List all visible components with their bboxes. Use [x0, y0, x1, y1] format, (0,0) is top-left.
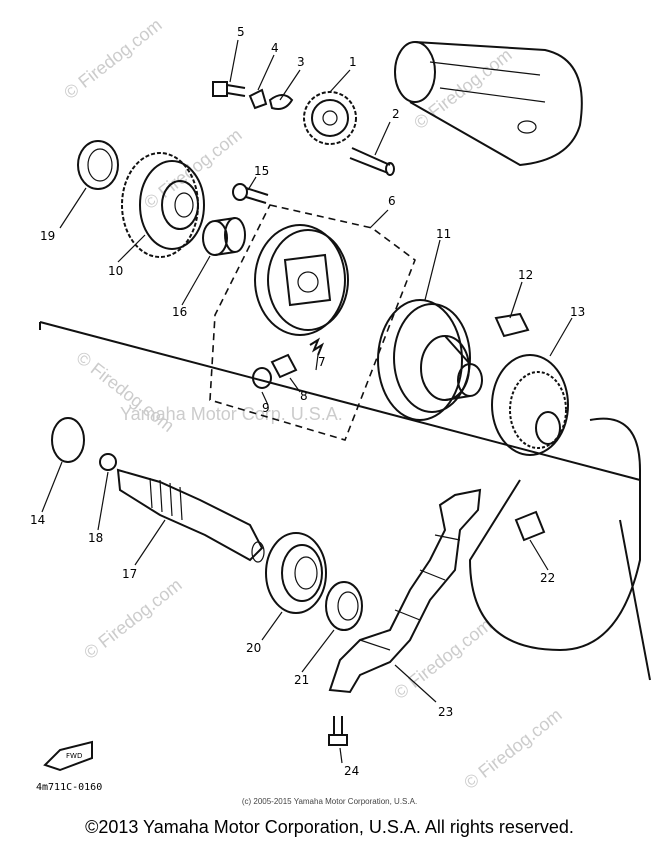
reference-line	[39, 322, 651, 681]
collar-16	[202, 217, 246, 256]
callout-2: 2	[392, 107, 400, 121]
shaft-pin-2-end	[385, 162, 395, 176]
callout-23: 23	[438, 705, 453, 719]
callout-22: 22	[540, 571, 555, 585]
callout-20: 20	[246, 641, 261, 655]
plate-23	[328, 488, 482, 694]
watermark-text: © Firedog.com	[140, 125, 246, 214]
spring-7	[309, 337, 325, 356]
gear-10	[121, 152, 205, 258]
cap-9	[252, 367, 272, 389]
callout-13: 13	[570, 305, 585, 319]
oil-seal-21	[325, 581, 363, 631]
watermark-text: © Firedog.com	[60, 15, 166, 104]
bolt-5	[212, 81, 246, 97]
callout-12: 12	[518, 268, 533, 282]
pad-12	[494, 312, 530, 338]
gear-13	[491, 354, 569, 456]
ball-18	[99, 453, 117, 471]
callout-8: 8	[300, 389, 308, 403]
callout-24: 24	[344, 764, 359, 778]
callout-3: 3	[297, 55, 305, 69]
callout-labels: 1 2 3 4 5 6 7 8 9 10 11 12 13 14 15 16 1…	[30, 25, 585, 778]
callout-4: 4	[271, 41, 279, 55]
leader-lines	[41, 39, 573, 764]
callout-14: 14	[30, 513, 45, 527]
copyright-small: (c) 2005-2015 Yamaha Motor Corporation, …	[241, 797, 418, 806]
watermark-text: © Firedog.com	[80, 575, 186, 664]
watermark-text: © Firedog.com	[460, 705, 566, 794]
callout-19: 19	[40, 229, 55, 243]
callout-10: 10	[108, 264, 123, 278]
clip-3	[268, 94, 294, 110]
shaft-pin-2	[349, 147, 391, 174]
callout-6: 6	[388, 194, 396, 208]
watermark-center: Yamaha Motor Corp. U.S.A.	[120, 404, 343, 424]
copyright-notice: ©2013 Yamaha Motor Corporation, U.S.A. A…	[85, 817, 574, 837]
circlip-14	[51, 417, 85, 463]
bolt-24	[328, 716, 348, 746]
callout-9: 9	[262, 401, 270, 415]
callout-16: 16	[172, 305, 187, 319]
watermark-layer: © Firedog.com © Firedog.com © Firedog.co…	[60, 15, 566, 794]
group-outline-6	[209, 204, 416, 441]
clutch-housing-11	[377, 299, 483, 421]
watermark-text: © Firedog.com	[410, 45, 516, 134]
starter-motor	[394, 41, 583, 167]
bearing-20	[265, 532, 327, 614]
roller-8	[270, 353, 298, 379]
callout-5: 5	[237, 25, 245, 39]
callout-17: 17	[122, 567, 137, 581]
shaft-17	[116, 468, 265, 563]
callout-11: 11	[436, 227, 451, 241]
part-22	[514, 510, 546, 542]
front-label: FWD	[66, 752, 82, 760]
gear-1	[303, 91, 357, 145]
front-arrow-icon: FWD	[43, 740, 93, 772]
watermark-text: © Firedog.com	[390, 615, 496, 704]
callout-21: 21	[294, 673, 309, 687]
lock-washer-4	[248, 88, 268, 110]
oil-seal-19	[77, 140, 119, 190]
callout-1: 1	[349, 55, 357, 69]
callout-18: 18	[88, 531, 103, 545]
cover-outline	[468, 417, 641, 652]
callout-7: 7	[318, 355, 326, 369]
bolt-15	[232, 183, 269, 204]
clutch-6	[254, 224, 349, 336]
callout-15: 15	[254, 164, 269, 178]
figure-code: 4m711C-0160	[36, 782, 102, 793]
